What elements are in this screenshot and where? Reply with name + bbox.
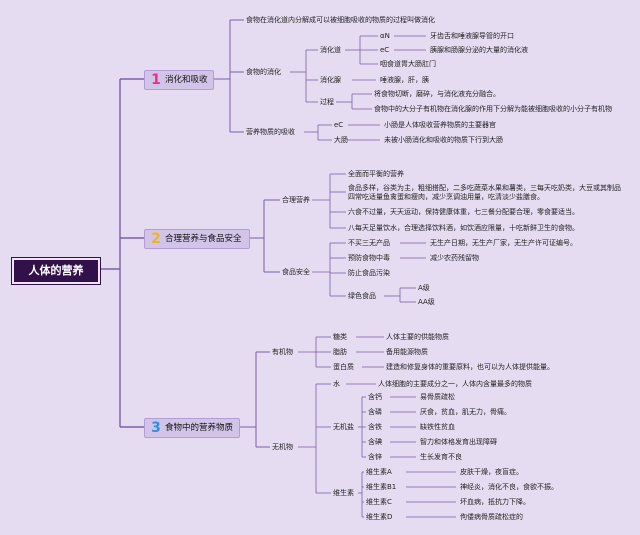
node-process: 过程 bbox=[320, 98, 334, 106]
nutrition-item: 食品多样，谷类为主，粗细搭配，二多吃蔬菜水果和薯类，三每天吃奶类，大豆或其制品四… bbox=[348, 184, 621, 201]
salt-desc: 易骨质疏松 bbox=[420, 393, 455, 401]
organic-desc: 建造和修复身体的重要原料，也可以为人体提供能量。 bbox=[386, 363, 554, 371]
organic-item: 蛋白质 bbox=[333, 363, 354, 371]
branch-label: 食物中的营养物质 bbox=[165, 423, 234, 433]
branch-number: 1 bbox=[151, 72, 161, 88]
node-food-safety: 食品安全 bbox=[282, 268, 310, 276]
salt-item: 含锌 bbox=[368, 453, 382, 461]
safety-item: 预防食物中毒 bbox=[348, 254, 390, 262]
vitamin-desc: 佝偻病骨质疏松症的 bbox=[460, 513, 523, 521]
branch-number: 2 bbox=[151, 231, 161, 247]
salt-item: 含钙 bbox=[368, 393, 382, 401]
branch-digestion[interactable]: 1 消化和吸收 bbox=[144, 70, 214, 90]
tract-desc: 牙齿舌和唾液腺导管的开口 bbox=[430, 32, 514, 40]
branch-number: 3 bbox=[151, 420, 161, 436]
absorb-item: 大肠 bbox=[334, 136, 348, 144]
vitamin-item: 维生素B1 bbox=[366, 483, 397, 491]
node-inorganic: 无机物 bbox=[272, 443, 293, 451]
tract-item: 咽食道胃大肠肛门 bbox=[380, 60, 436, 68]
nutrition-item: 六食不过量，天天运动，保持健康体重，七三餐分配要合理，零食要适当。 bbox=[348, 208, 579, 216]
absorb-desc: 小肠是人体吸收营养物质的主要器官 bbox=[384, 121, 496, 129]
green-item: AA级 bbox=[418, 298, 435, 306]
salt-desc: 智力和体格发育出现障碍 bbox=[420, 438, 497, 446]
salt-desc: 厌食，贫血，肌无力，骨痛。 bbox=[420, 408, 511, 416]
branch-nutrition-safety[interactable]: 2 合理营养与食品安全 bbox=[144, 229, 250, 249]
node-reasonable-nutrition: 合理营养 bbox=[282, 196, 310, 204]
organic-item: 糖类 bbox=[333, 333, 347, 341]
safety-desc: 无生产日期，无生产厂家，无生产许可证编号。 bbox=[430, 239, 577, 247]
organic-item: 脂肪 bbox=[333, 348, 347, 356]
node-vitamin: 维生素 bbox=[333, 489, 354, 497]
salt-desc: 生长发育不良 bbox=[420, 453, 462, 461]
node-food-digestion: 食物的消化 bbox=[246, 68, 281, 76]
salt-item: 含碘 bbox=[368, 438, 382, 446]
vitamin-item: 维生素D bbox=[366, 513, 393, 521]
branch-label: 消化和吸收 bbox=[165, 75, 208, 85]
node-absorption: 营养物质的吸收 bbox=[246, 128, 295, 136]
vitamin-desc: 坏血病，抵抗力下降。 bbox=[460, 498, 530, 506]
absorb-desc: 未被小肠消化和吸收的物质下行到大肠 bbox=[384, 136, 503, 144]
organic-desc: 人体主要的供能物质 bbox=[386, 333, 449, 341]
salt-item: 含磷 bbox=[368, 408, 382, 416]
safety-item: 不买三无产品 bbox=[348, 239, 390, 247]
nutrition-item: 全面而平衡的营养 bbox=[348, 170, 404, 178]
node-green-food: 绿色食品 bbox=[348, 292, 376, 300]
process-item: 将食物切断，磨碎，与消化液充分融合。 bbox=[374, 90, 500, 98]
tract-desc: 胰腺和肠腺分泌的大量的消化液 bbox=[430, 46, 528, 54]
green-item: A级 bbox=[418, 284, 430, 292]
absorb-item: eC bbox=[334, 121, 344, 129]
node-organic: 有机物 bbox=[272, 348, 293, 356]
digestion-definition: 食物在消化道内分解成可以被细胞吸收的物质的过程叫做消化 bbox=[246, 16, 435, 24]
salt-item: 含铁 bbox=[368, 423, 382, 431]
organic-desc: 备用能源物质 bbox=[386, 348, 428, 356]
nutrition-item: 八每天足量饮水，合理选择饮料酒，如饮酒应限量，十吃新鲜卫生的食物。 bbox=[348, 224, 579, 232]
process-item: 食物中的大分子有机物在消化腺的作用下分解为能被细胞吸收的小分子有机物 bbox=[374, 105, 612, 113]
salt-desc: 缺铁性贫血 bbox=[420, 423, 455, 431]
tract-item: αN bbox=[380, 32, 390, 40]
node-mineral-salt: 无机盐 bbox=[333, 423, 354, 431]
branch-label: 合理营养与食品安全 bbox=[165, 234, 242, 244]
node-digestive-gland: 消化腺 bbox=[320, 76, 341, 84]
water-desc: 人体细胞的主要成分之一，人体内含量最多的物质 bbox=[378, 380, 532, 388]
root-node[interactable]: 人体的营养 bbox=[12, 258, 100, 284]
gland-desc: 唾液腺，肝，胰 bbox=[380, 76, 429, 84]
node-digestive-tract: 消化道 bbox=[320, 46, 341, 54]
vitamin-item: 维生素C bbox=[366, 498, 392, 506]
vitamin-item: 维生素A bbox=[366, 468, 392, 476]
branch-nutrients[interactable]: 3 食物中的营养物质 bbox=[144, 418, 240, 438]
vitamin-desc: 皮肤干燥，夜盲症。 bbox=[460, 468, 523, 476]
safety-desc: 减少农药残留物 bbox=[430, 254, 479, 262]
vitamin-desc: 神经炎，消化不良，食欲不振。 bbox=[460, 483, 558, 491]
tract-item: eC bbox=[380, 46, 390, 54]
node-water: 水 bbox=[333, 380, 340, 388]
safety-item: 防止食品污染 bbox=[348, 269, 390, 277]
